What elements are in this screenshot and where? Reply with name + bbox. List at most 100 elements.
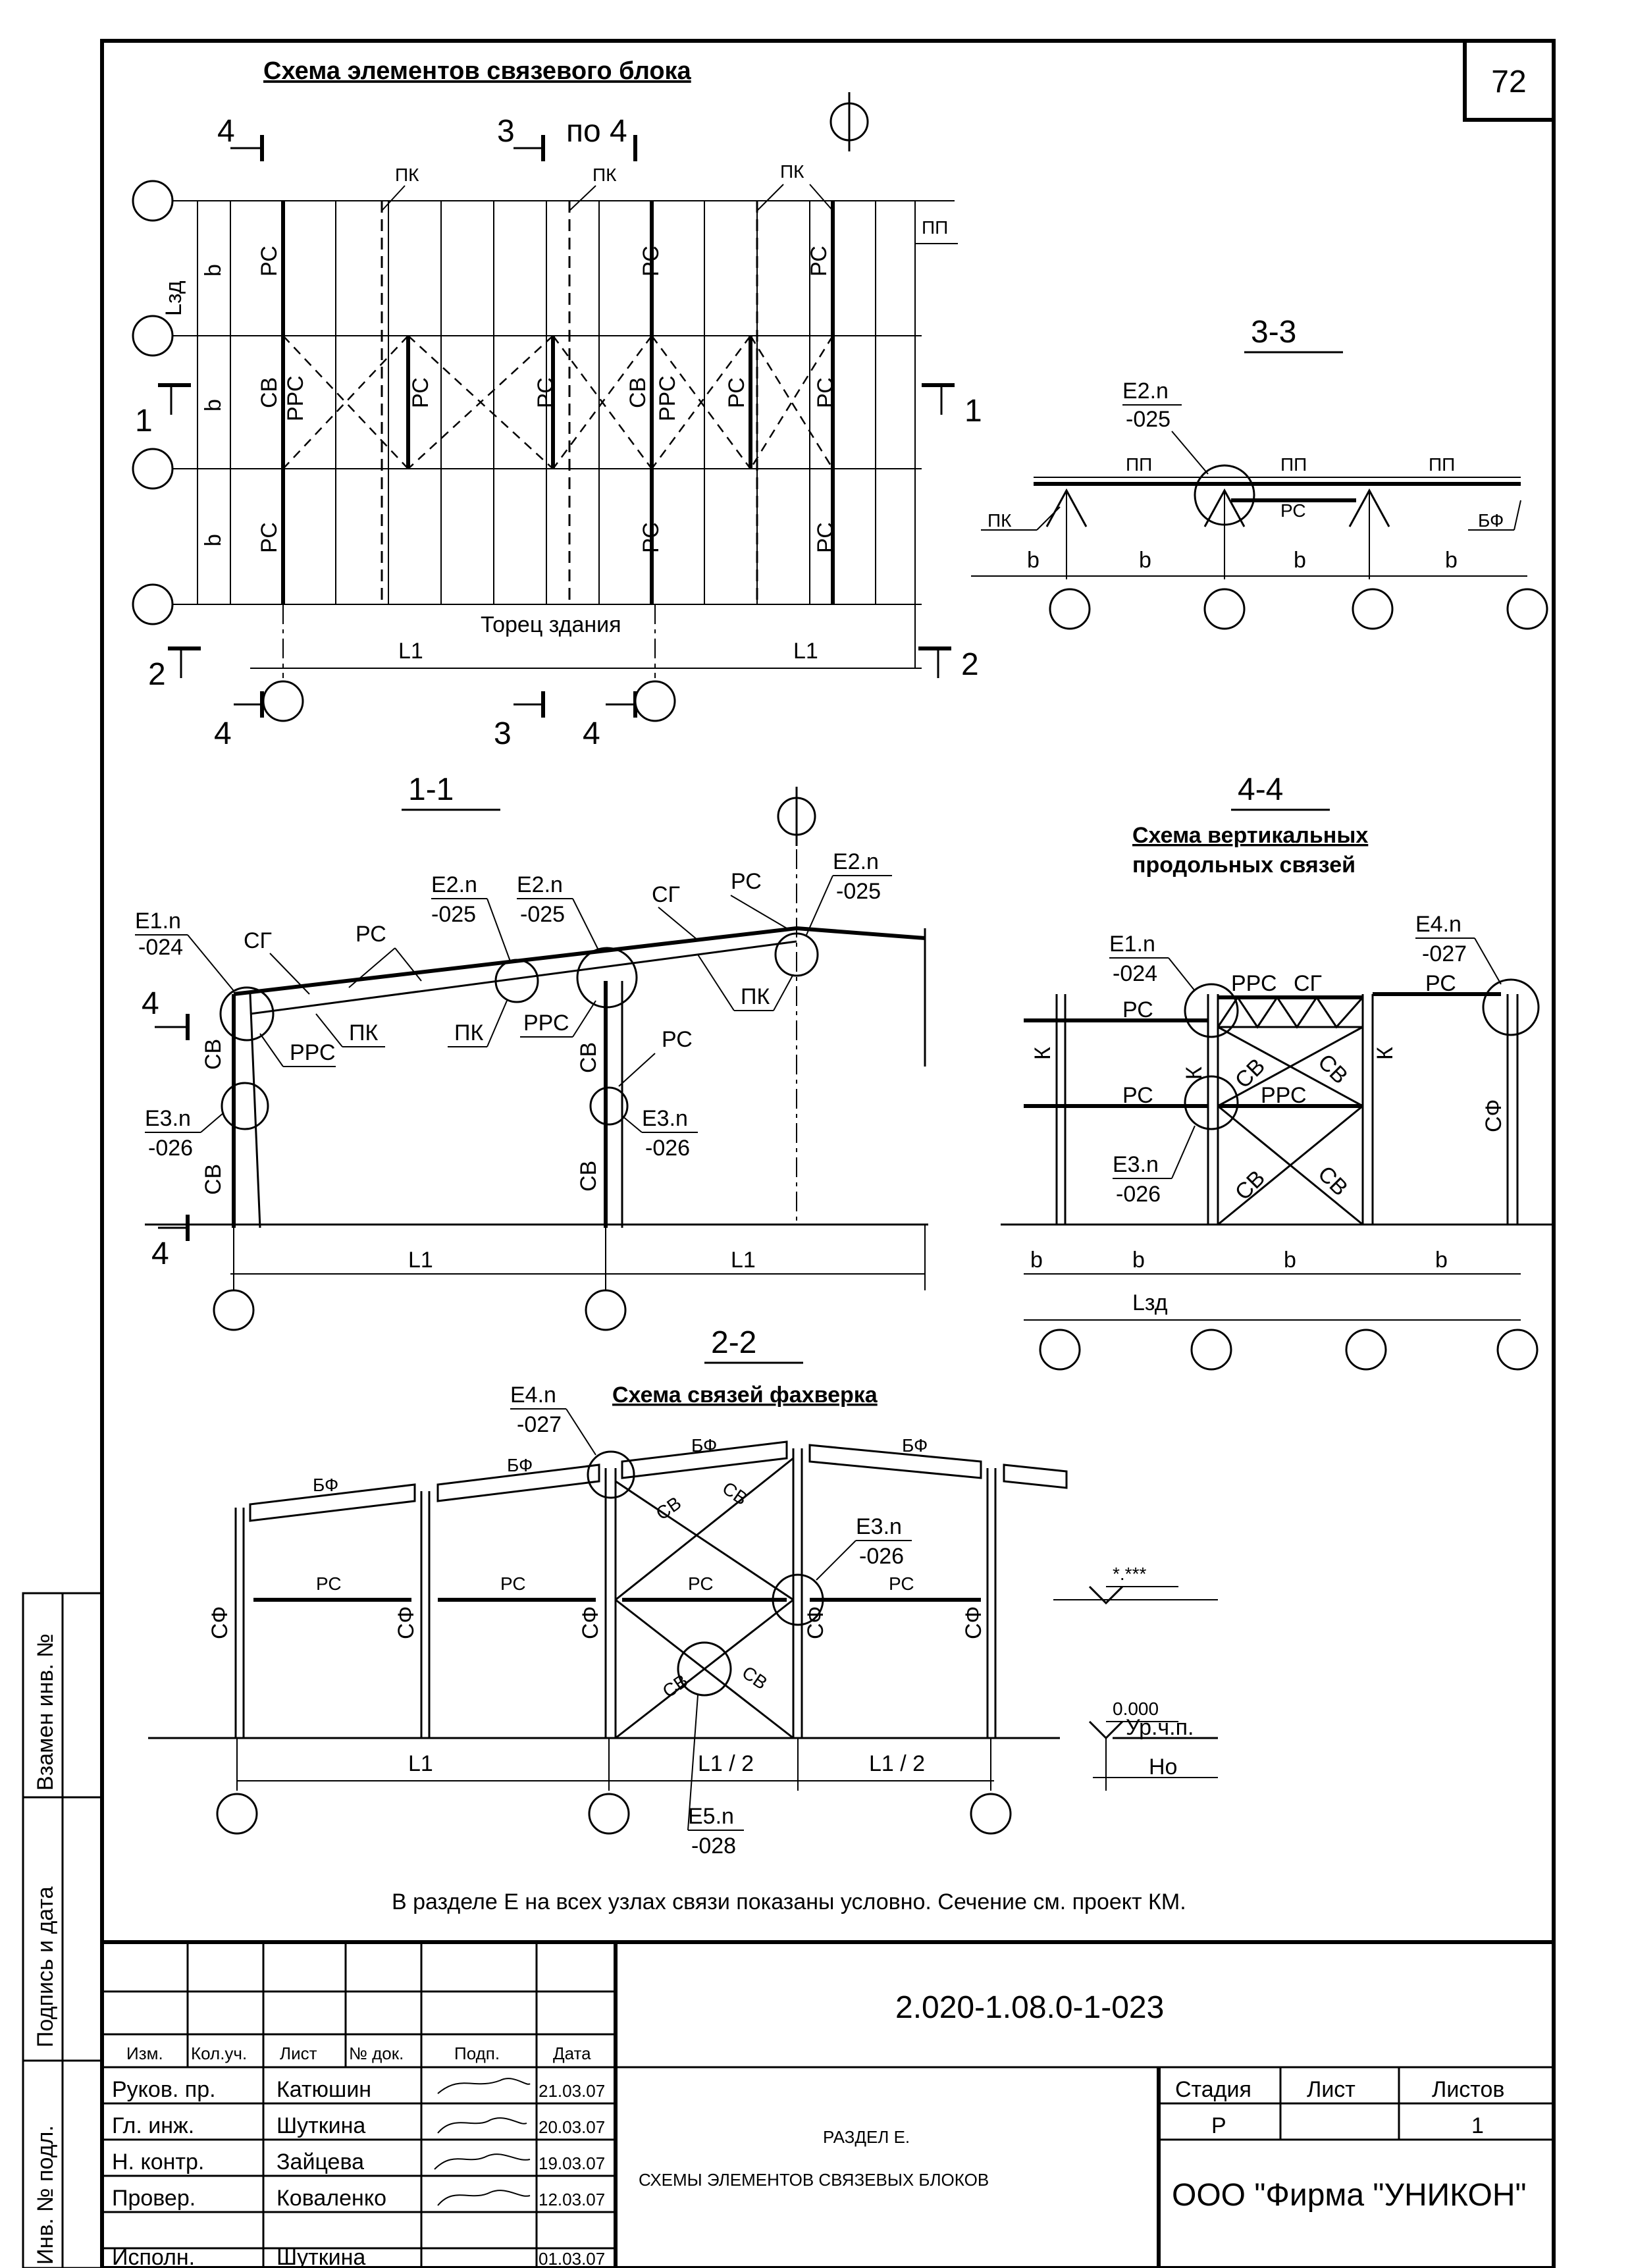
svg-text:Шуткина: Шуткина [276,2245,365,2268]
side-stamp: Взамен инв. № Подпись и дата Инв. № подл… [22,1592,103,2268]
svg-text:СФ: СФ [1481,1099,1506,1132]
dim-b: b [201,399,226,411]
svg-text:СФ: СФ [961,1606,986,1639]
svg-text:4: 4 [583,716,600,751]
svg-text:РС: РС [1122,997,1153,1022]
svg-text:СГ: СГ [652,882,680,907]
svg-text:РС: РС [500,1573,526,1594]
dim-l1: L1 [793,639,818,664]
svg-text:Провер.: Провер. [112,2186,196,2211]
node-e3-circle [1184,1075,1239,1130]
svg-text:РС: РС [688,1573,714,1594]
svg-text:Шуткина: Шуткина [276,2113,365,2138]
svg-text:Е1.n: Е1.n [135,909,181,934]
svg-text:12.03.07: 12.03.07 [539,2190,605,2209]
svg-text:4: 4 [142,986,159,1021]
svg-text:ПК: ПК [987,510,1012,531]
svg-text:20.03.07: 20.03.07 [539,2117,605,2137]
label-rs: РС [408,377,433,408]
section-4-4: 4-4 Схема вертикальных продольных связей [1001,772,1554,1371]
svg-text:РС: РС [316,1573,342,1594]
svg-text:Е1.n: Е1.n [1109,932,1155,957]
node-e1-circle [219,986,275,1042]
sheet-number: 72 [1491,65,1526,99]
node-e3-circle [772,1573,824,1626]
sheet-number-box [1463,39,1556,122]
svg-text:Р: Р [1211,2113,1226,2138]
svg-text:БФ: БФ [691,1435,717,1456]
grid-axis-circle [1506,588,1548,630]
grid-axis-circle [588,1793,630,1835]
section-1-1: 1-1 L1 L1 Е1.n -0 [135,772,928,1331]
svg-text:Зайцева: Зайцева [276,2149,364,2175]
grid-axis-circle [634,680,676,722]
svg-text:БФ: БФ [507,1455,533,1475]
label-sv: СВ [625,377,650,408]
svg-text:2: 2 [961,647,979,682]
svg-text:L1: L1 [408,1248,433,1273]
svg-text:Н. контр.: Н. контр. [112,2149,204,2175]
elevation-mark-icon [1088,1720,1124,1740]
grid-axis-circle [213,1289,255,1331]
svg-text:СГ: СГ [244,928,272,953]
svg-text:СФ: СФ [578,1606,603,1639]
svg-text:СВ: СВ [576,1161,601,1192]
label-rs: РС [257,246,282,277]
svg-text:Лист: Лист [280,2044,317,2063]
label-rs: РС [257,522,282,553]
svg-text:РС: РС [662,1027,693,1052]
svg-text:Е3.n: Е3.n [1113,1152,1159,1177]
svg-text:b: b [1132,1248,1145,1273]
signature-mark [437,2117,527,2134]
svg-text:Лист: Лист [1307,2077,1356,2102]
svg-text:-026: -026 [1116,1182,1161,1207]
grid-axis-circle [1496,1329,1539,1371]
svg-text:3: 3 [497,114,515,149]
label-rs: РС [813,522,838,553]
svg-text:4: 4 [214,716,232,751]
label-pk: ПК [592,165,617,185]
node-e3-circle [589,1086,629,1126]
svg-text:РС: РС [1425,971,1456,996]
svg-text:ПК: ПК [454,1020,483,1045]
node-e2-circle [576,947,638,1009]
svg-text:L1: L1 [731,1248,756,1273]
svg-text:РС: РС [1280,500,1306,521]
node-e2-circle [774,932,819,977]
center-axis-icon [829,92,869,151]
svg-text:-026: -026 [148,1136,193,1161]
label-pk: ПК [780,161,804,182]
sheet-frame [100,39,1556,2268]
svg-text:Стадия: Стадия [1175,2077,1251,2102]
dim-lzd: Lзд [161,280,186,316]
signature-mark [437,2190,531,2206]
label-pp: ПП [922,217,948,238]
grid-axis-circle [132,448,174,490]
svg-text:Lзд: Lзд [1132,1290,1168,1315]
section-2-2-title: 2-2 [711,1325,756,1360]
svg-text:ПК: ПК [741,984,770,1009]
node-e2-circle [494,959,539,1003]
grid-axis-circle [216,1793,258,1835]
label-rs: РС [533,377,558,408]
plan-title: Схема элементов связевого блока [263,57,692,85]
svg-text:b: b [1435,1248,1448,1273]
svg-text:1: 1 [964,394,982,429]
section-3-3: 3-3 Е2.n -025 ПП ПП ПП РС ПК БФ b b b b [971,315,1548,630]
svg-text:Е2.n: Е2.n [431,872,477,897]
svg-text:РС: РС [1122,1083,1153,1108]
grid-axis-circle [1345,1329,1387,1371]
svg-text:b: b [1027,548,1040,573]
label-pk: ПК [395,165,419,185]
svg-text:b: b [1139,548,1151,573]
svg-text:Гл. инж.: Гл. инж. [112,2113,194,2138]
label-rs: РС [813,377,838,408]
svg-text:БФ: БФ [902,1435,928,1456]
svg-text:Схема связей фахверка: Схема связей фахверка [612,1383,878,1408]
center-axis-icon [777,787,816,846]
svg-text:1: 1 [1471,2113,1484,2138]
label-rrs: РРС [283,375,308,421]
label-rs: РС [724,377,749,408]
svg-text:К: К [1030,1047,1055,1060]
